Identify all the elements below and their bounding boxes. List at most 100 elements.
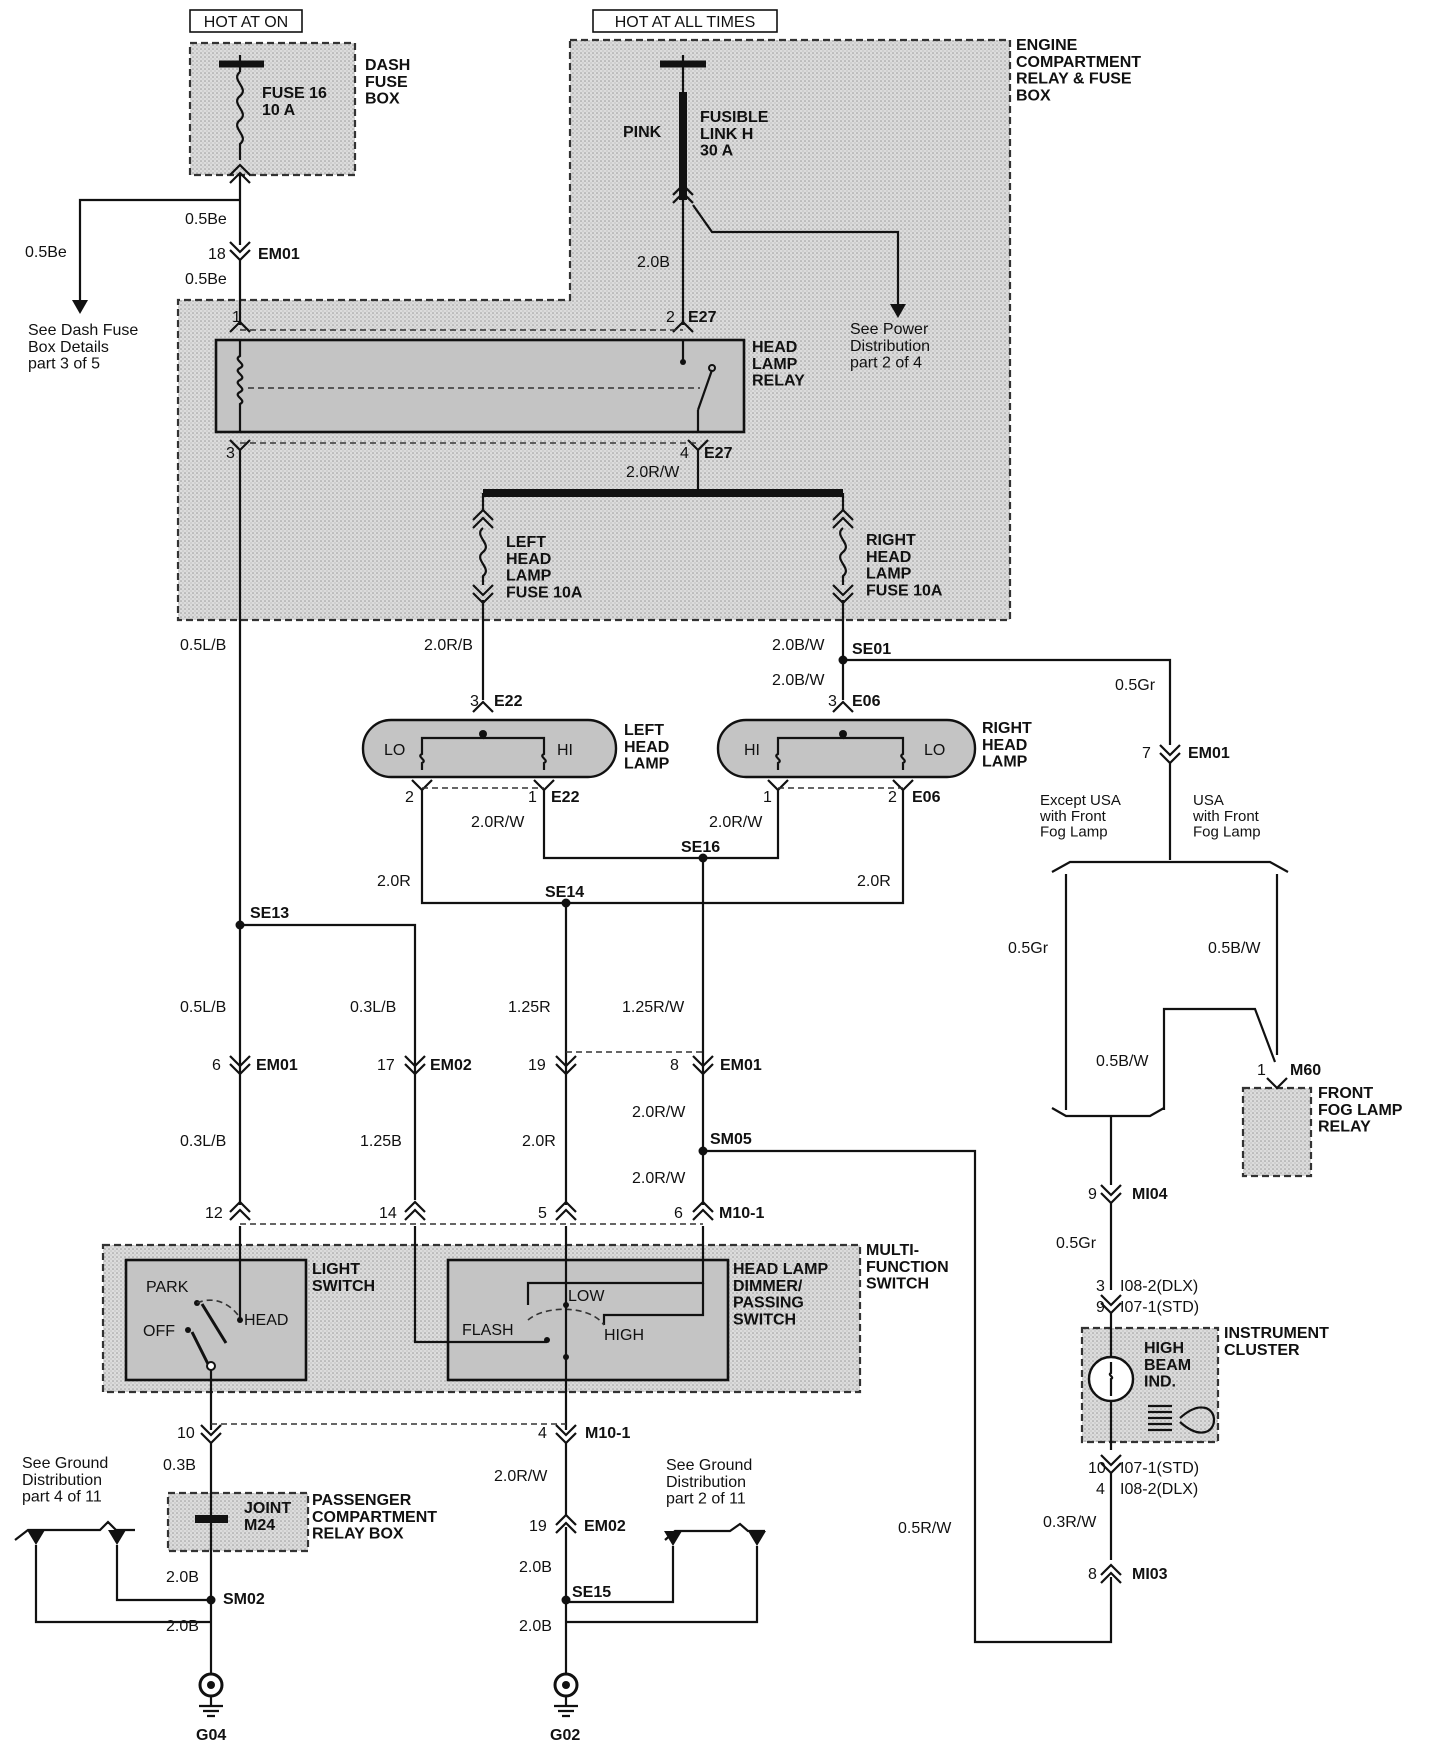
wire-label-05be-c: 0.5Be bbox=[185, 271, 227, 288]
connector-fusible-out bbox=[672, 183, 694, 204]
wire-label-03lb-b: 0.3L/B bbox=[180, 1133, 226, 1150]
conn-em01-7-pin: 7 bbox=[1142, 745, 1151, 762]
light-switch-off-pt bbox=[185, 1327, 191, 1333]
ground-ref-right-b bbox=[748, 1531, 766, 1546]
right-lamp-pin-r: 2 bbox=[888, 789, 897, 806]
conn-em01-19-pin: 19 bbox=[528, 1057, 546, 1074]
instrument-cluster-box bbox=[1080, 1326, 1220, 1444]
conn-em01-8-name: EM01 bbox=[720, 1057, 762, 1074]
dimmer-switch bbox=[446, 1258, 730, 1382]
wire-label-20rw-d: 2.0R/W bbox=[632, 1170, 686, 1187]
conn-em02-19-name: EM02 bbox=[584, 1518, 626, 1535]
relay-conn-bottom: E27 bbox=[704, 445, 733, 462]
left-lamp-pin-top: 3 bbox=[470, 693, 479, 710]
wire-label-125rw: 1.25R/W bbox=[622, 999, 685, 1016]
ground-g04-core bbox=[207, 1681, 215, 1689]
right-lamp-filament-hi bbox=[775, 734, 845, 770]
head-lamp-relay-box bbox=[214, 338, 746, 434]
conn-m10-5-pin: 5 bbox=[538, 1205, 547, 1222]
pink-label: PINK bbox=[623, 124, 662, 141]
wire-label-05gr-a: 0.5Gr bbox=[1115, 677, 1156, 694]
splice-se01-label: SE01 bbox=[852, 641, 891, 658]
light-switch-lever-a bbox=[190, 1331, 210, 1365]
high-beam-symbol-icon bbox=[1148, 1404, 1216, 1434]
wire-label-20r-c: 2.0R bbox=[522, 1133, 556, 1150]
wire-power-branch bbox=[692, 204, 900, 305]
wire-ground-right-b bbox=[566, 1546, 759, 1624]
connector-m10-14 bbox=[404, 1200, 426, 1221]
relay-conn-top: E27 bbox=[688, 309, 717, 326]
wire-label-05rw: 0.5R/W bbox=[898, 1520, 952, 1537]
wire-label-20bw-b: 2.0B/W bbox=[772, 672, 825, 689]
conn-ic-top-name-a: I08-2(DLX) bbox=[1120, 1278, 1198, 1295]
wire-label-05gr-c: 0.5Gr bbox=[1056, 1235, 1097, 1252]
left-lamp-filament-lo bbox=[419, 734, 485, 770]
wire-label-20rw-e: 2.0R/W bbox=[494, 1468, 548, 1485]
dimmer-flash: FLASH bbox=[462, 1322, 514, 1339]
connector-em01-8 bbox=[692, 1055, 714, 1076]
wire-ground-right-a bbox=[566, 1546, 675, 1604]
left-head-lamp bbox=[361, 718, 618, 779]
relay-box-outline bbox=[166, 1491, 310, 1553]
light-switch-head-pt bbox=[237, 1317, 243, 1323]
relay-pin-3: 3 bbox=[226, 445, 235, 462]
splice-se13-label: SE13 bbox=[250, 905, 289, 922]
wire-lamp-lo-return bbox=[420, 790, 905, 905]
right-lamp-filament-lo bbox=[843, 736, 906, 770]
conn-m10-6-name: M10-1 bbox=[719, 1205, 764, 1222]
ground-g02-core bbox=[562, 1681, 570, 1689]
wire-dash-branch bbox=[78, 198, 240, 300]
splice-sm05-label: SM05 bbox=[710, 1131, 752, 1148]
arrow-dash-fuse-details bbox=[72, 300, 88, 314]
wire-label-20bw-a: 2.0B/W bbox=[772, 637, 825, 654]
relay-coil-icon bbox=[236, 340, 244, 432]
wire-label-05be-b: 0.5Be bbox=[25, 244, 67, 261]
ground-ref-right-a bbox=[664, 1531, 682, 1546]
left-lamp-conn-top: E22 bbox=[494, 693, 523, 710]
conn-em02-19-pin: 19 bbox=[529, 1518, 547, 1535]
arrow-power-distribution bbox=[890, 304, 906, 318]
conn-em01-7-name: EM01 bbox=[1188, 745, 1230, 762]
left-lamp-pin-l: 2 bbox=[405, 789, 414, 806]
right-lamp-pin-l: 1 bbox=[763, 789, 772, 806]
wire-lamp-hi-return bbox=[542, 790, 780, 860]
dimmer-flash-wire bbox=[413, 1226, 547, 1344]
light-switch-lever-b bbox=[200, 1303, 228, 1344]
conn-ic-bottom-pin-a: 10 bbox=[1088, 1460, 1106, 1477]
dimmer-low: LOW bbox=[568, 1288, 605, 1305]
ground-g02-symbol bbox=[554, 1696, 578, 1718]
wire-sm05-to-mi03 bbox=[703, 1149, 1113, 1644]
conn-m10-4-name: M10-1 bbox=[585, 1425, 630, 1442]
connector-em01-6 bbox=[229, 1055, 251, 1076]
conn-m60-pin: 1 bbox=[1257, 1062, 1266, 1079]
connector-mi03 bbox=[1100, 1563, 1122, 1584]
left-lamp-connector-top bbox=[472, 700, 494, 713]
conn-em01-8-pin: 8 bbox=[670, 1057, 679, 1074]
right-lamp-lo: LO bbox=[924, 742, 945, 759]
conn-em01-18-pin: 18 bbox=[208, 246, 226, 263]
conn-em02-17-name: EM02 bbox=[430, 1057, 472, 1074]
conn-ic-top-pin-b: 9 bbox=[1096, 1299, 1105, 1316]
dimmer-high-loop bbox=[602, 1283, 705, 1325]
wire-ground-left-b bbox=[115, 1545, 211, 1602]
fuse-16-icon bbox=[236, 71, 244, 160]
fog-relay-shade bbox=[1243, 1088, 1311, 1176]
relay-pin-2: 2 bbox=[666, 309, 675, 326]
relay-connector-2 bbox=[672, 320, 694, 333]
conn-m10-10-pin: 10 bbox=[177, 1425, 195, 1442]
wire-label-20rw-bus: 2.0R/W bbox=[626, 464, 680, 481]
conn-ic-top-pin-a: 3 bbox=[1096, 1278, 1105, 1295]
